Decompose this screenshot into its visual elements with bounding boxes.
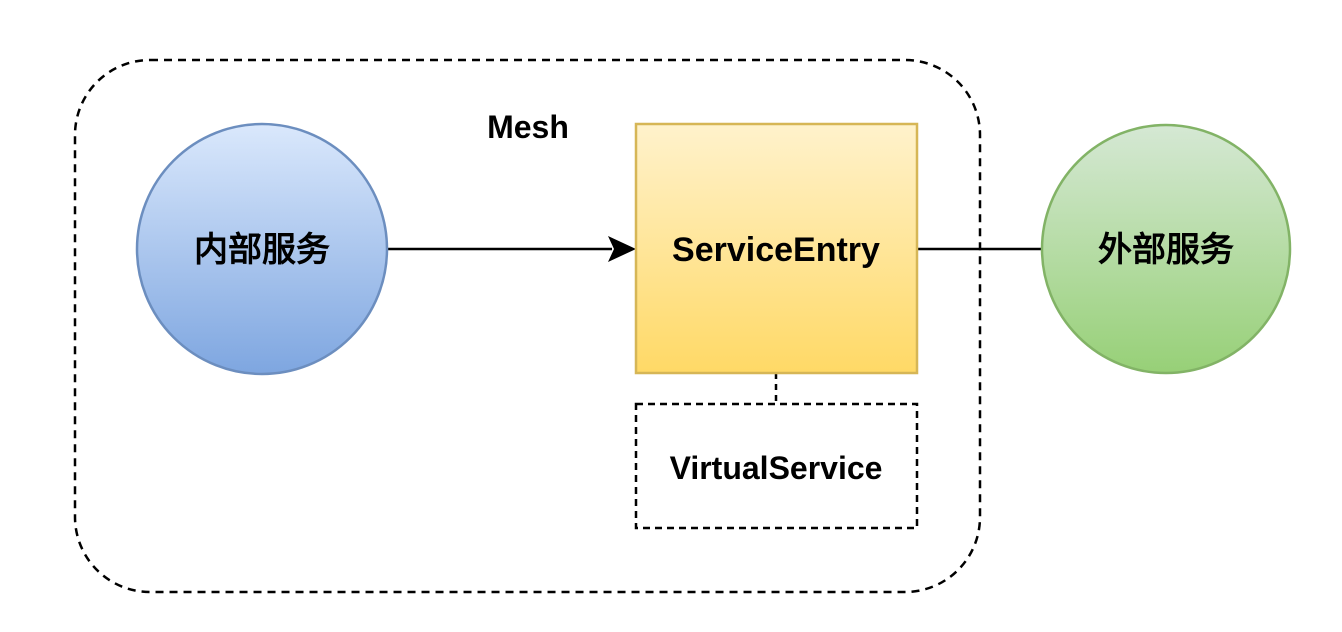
virtual-service-label: VirtualService bbox=[670, 450, 883, 486]
service-entry-label: ServiceEntry bbox=[672, 231, 880, 269]
service-entry-box bbox=[634, 122, 919, 375]
internal-service-label: 内部服务 bbox=[194, 231, 330, 269]
internal-service-node[interactable]: 内部服务 bbox=[135, 122, 389, 376]
service-entry-node[interactable]: ServiceEntry bbox=[634, 122, 919, 375]
external-service-node[interactable]: 外部服务 bbox=[1040, 123, 1292, 375]
external-service-label: 外部服务 bbox=[1098, 231, 1234, 269]
virtual-service-box bbox=[634, 402, 919, 530]
mesh-label: Mesh bbox=[487, 109, 569, 145]
virtual-service-node[interactable]: VirtualService bbox=[634, 402, 919, 530]
arrowhead-icon bbox=[608, 236, 636, 262]
external-service-circle bbox=[1040, 123, 1292, 375]
internal-service-circle bbox=[135, 122, 389, 376]
